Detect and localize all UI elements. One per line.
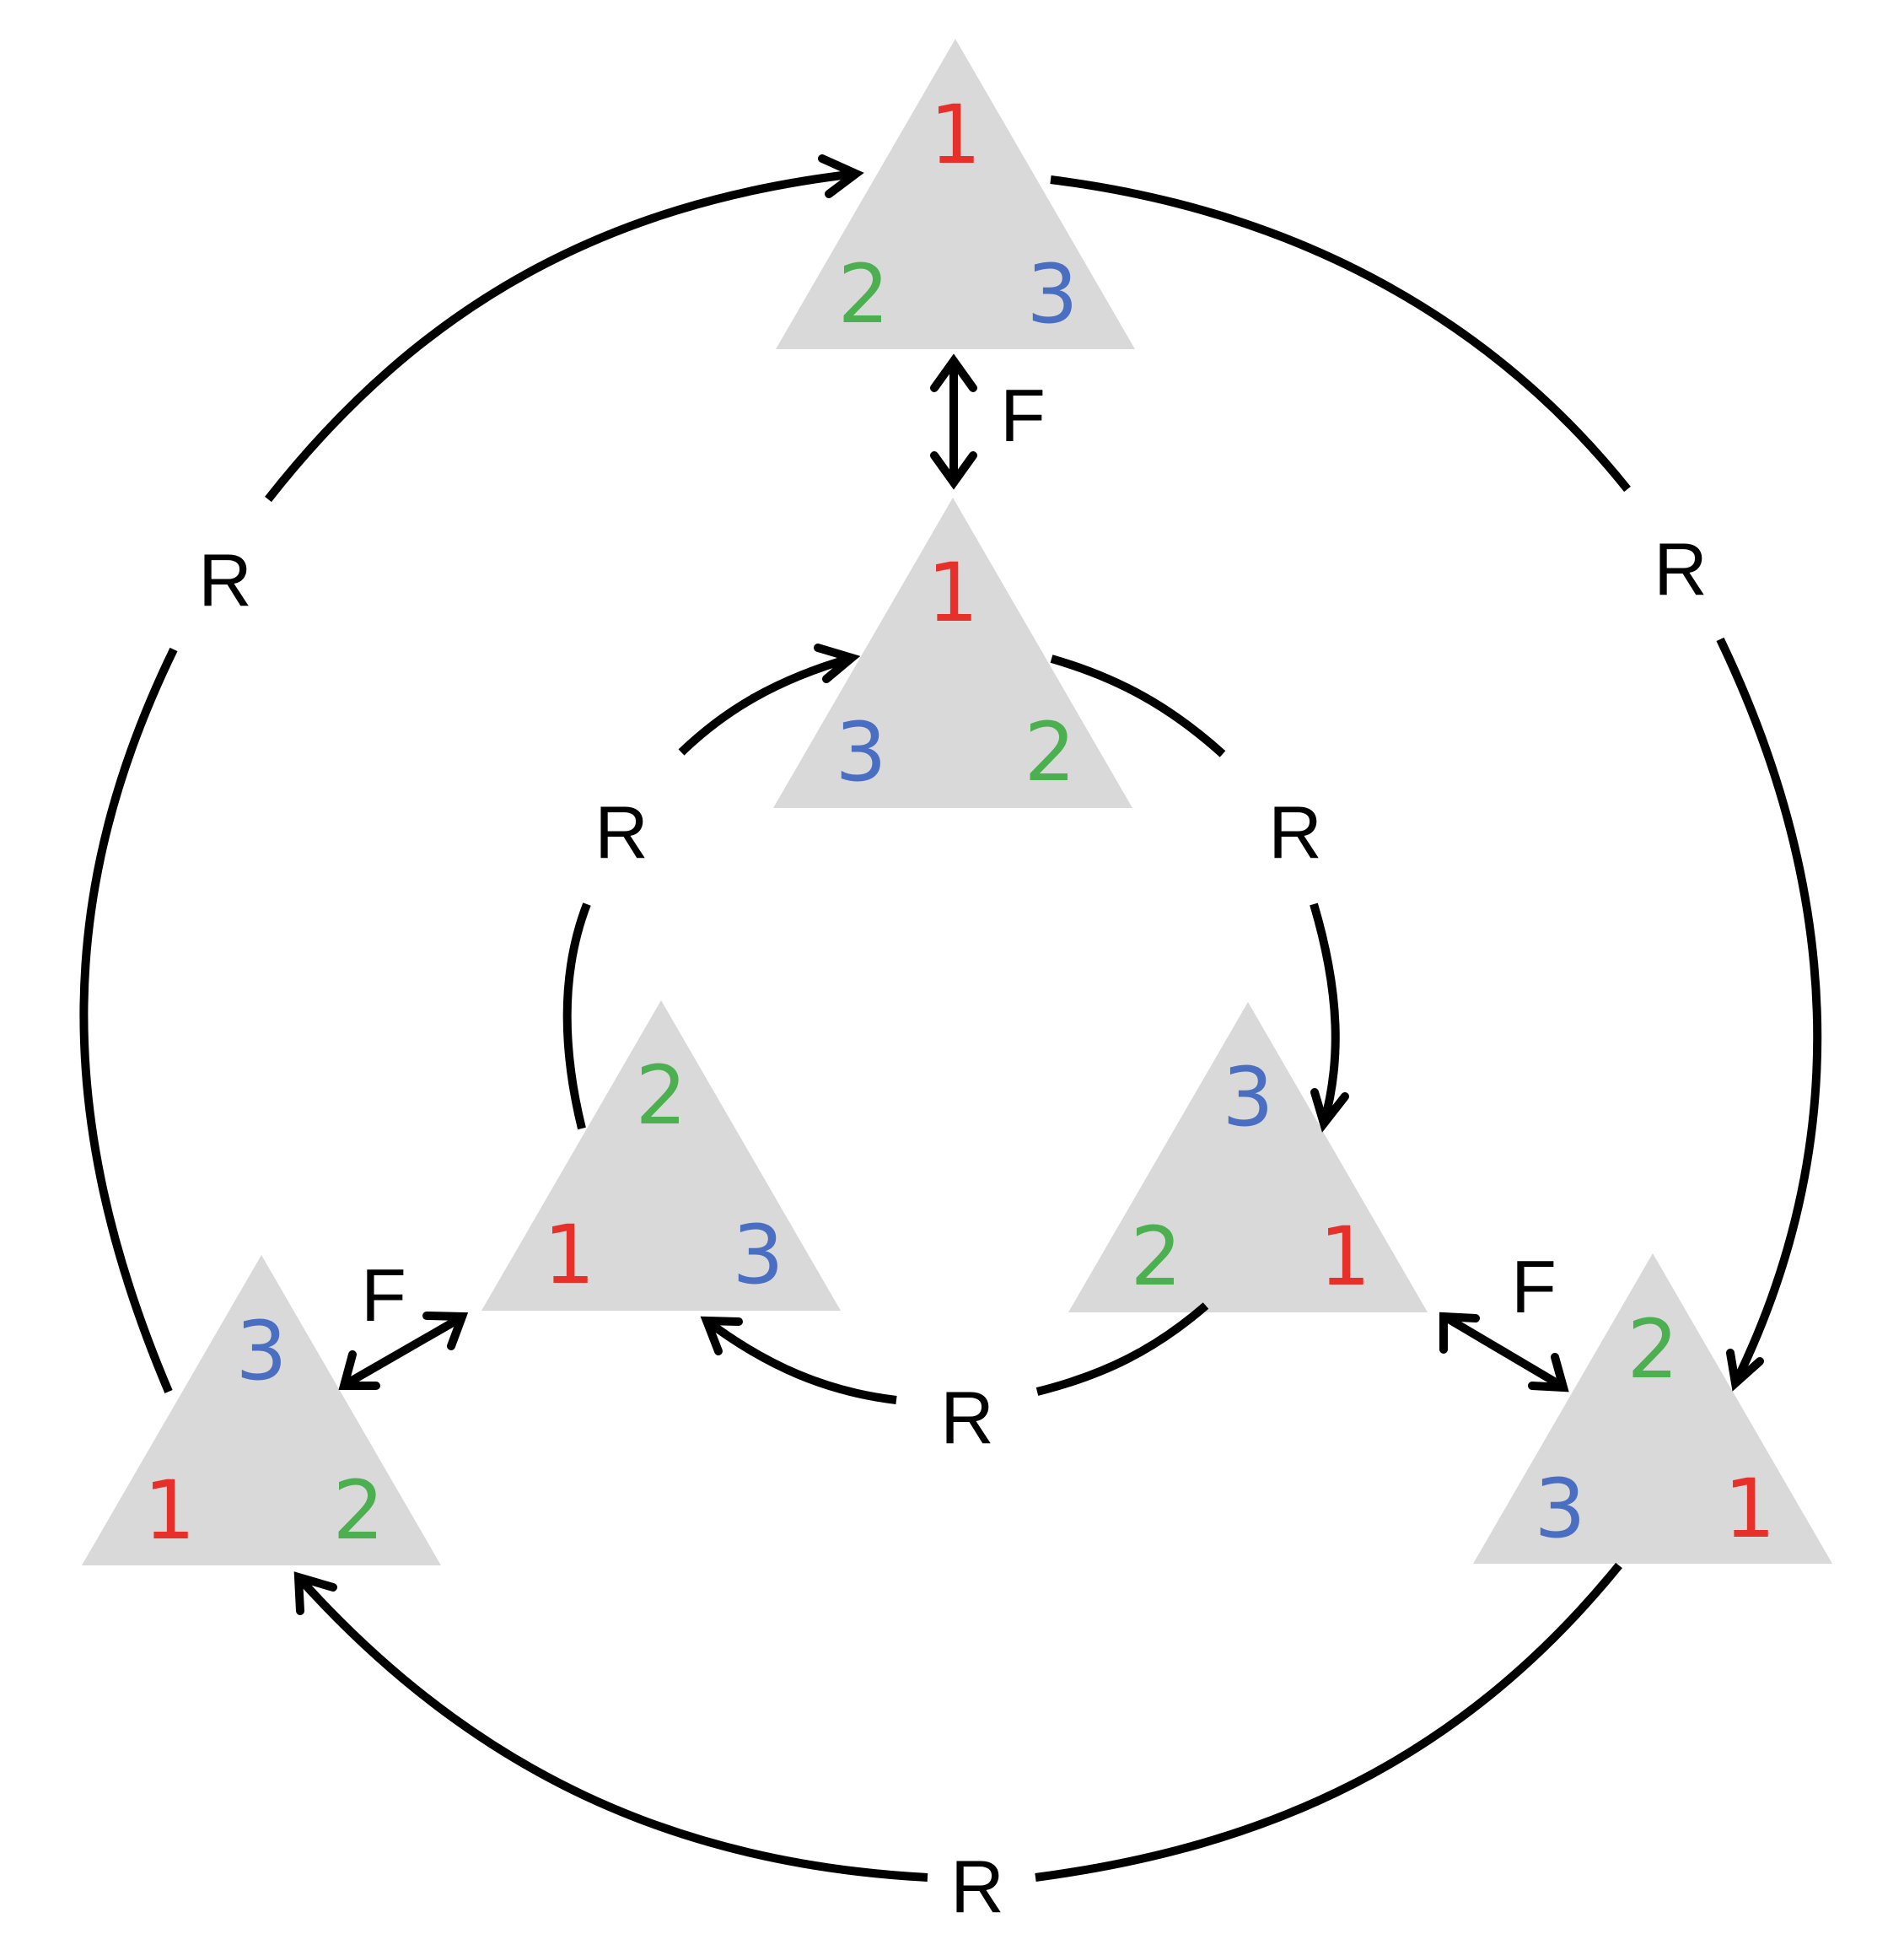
triangle-inner-right: 3 2 1 (1068, 1002, 1428, 1312)
vertex-number: 2 (1024, 705, 1075, 800)
arrowhead-icon (338, 1350, 380, 1390)
outer-arc-top-left (265, 170, 857, 503)
triangle-outer-top: 1 2 3 (776, 39, 1135, 349)
arrowhead-icon (930, 353, 977, 392)
outer-arc-top-right (1050, 175, 1631, 493)
inner-rotation-arcs (562, 644, 1349, 1404)
flip-arrow-right (1446, 1315, 1562, 1389)
vertex-number: 3 (1534, 1462, 1585, 1556)
vertex-number: 1 (927, 546, 978, 640)
vertex-number: 3 (835, 705, 886, 800)
vertex-number: 3 (1222, 1050, 1273, 1145)
arrowhead-icon (1439, 1312, 1480, 1354)
flip-arrow-left (345, 1315, 461, 1387)
arrowhead-icon (814, 644, 861, 683)
rotation-label: R (1654, 527, 1708, 611)
triangle-outer-left: 3 1 2 (82, 1255, 441, 1565)
rotation-label: R (198, 538, 252, 622)
arrowhead-icon (1310, 1088, 1349, 1133)
flip-label: F (1511, 1245, 1557, 1328)
inner-arc-top-left (678, 654, 853, 756)
arrowhead-icon (293, 1571, 337, 1615)
arrowhead-icon (700, 1316, 743, 1355)
outer-arc-bottom-right (1035, 1562, 1622, 1882)
inner-arc-left (562, 902, 591, 1130)
triangle-inner-top: 1 3 2 (773, 498, 1132, 808)
inner-arc-bottom-left (704, 1317, 897, 1404)
inner-arc-right (1310, 902, 1340, 1125)
vertex-number: 2 (1627, 1302, 1678, 1397)
triangle-outer-right: 2 3 1 (1473, 1253, 1832, 1564)
arrowhead-icon (1528, 1353, 1569, 1392)
vertex-number: 1 (1319, 1209, 1370, 1304)
vertex-number: 2 (837, 247, 889, 342)
rotation-label: R (950, 1845, 1004, 1928)
outer-arc-bottom-left (295, 1574, 928, 1882)
arrowhead-icon (930, 451, 977, 490)
arrowhead-icon (1726, 1349, 1764, 1392)
outer-rotation-arcs (79, 154, 1822, 1882)
flip-label: F (361, 1253, 406, 1337)
arrowhead-icon (422, 1312, 469, 1350)
vertex-number: 1 (1724, 1462, 1775, 1556)
vertex-number: 2 (1130, 1209, 1181, 1304)
vertex-number: 3 (732, 1208, 783, 1302)
outer-arc-right (1716, 637, 1822, 1386)
rotation-label: R (594, 790, 648, 874)
vertex-number: 2 (635, 1048, 686, 1143)
rotation-label: R (940, 1376, 994, 1459)
outer-arc-left (79, 647, 178, 1393)
inner-arc-bottom-right (1035, 1302, 1209, 1396)
vertex-number: 1 (543, 1208, 594, 1302)
vertex-number: 2 (332, 1463, 384, 1558)
flip-label: F (1000, 374, 1046, 457)
inner-arc-top-right (1050, 654, 1226, 757)
vertex-number: 1 (929, 88, 981, 182)
triangle-inner-left: 2 1 3 (481, 1000, 841, 1311)
flip-arrows (338, 353, 1569, 1392)
vertex-number: 1 (143, 1463, 195, 1558)
vertex-number: 3 (1026, 247, 1078, 342)
arrowhead-icon (818, 154, 864, 198)
rotation-label: R (1268, 790, 1322, 874)
operation-labels: R R R R R R F F F (198, 374, 1708, 1928)
vertex-number: 3 (235, 1304, 287, 1398)
